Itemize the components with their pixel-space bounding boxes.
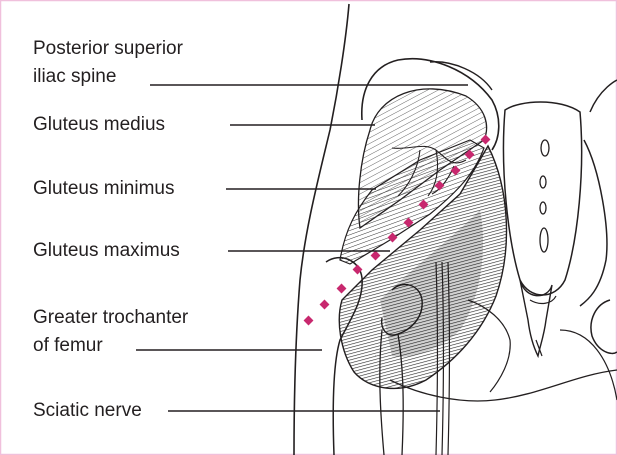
sacrum-outline — [503, 102, 581, 295]
label-greater-trochanter-line1: Greater trochanter — [33, 304, 188, 332]
label-gluteus-minimus: Gluteus minimus — [33, 175, 175, 203]
marker-12 — [304, 316, 314, 326]
right-pubis — [560, 330, 617, 400]
iliac-crest — [430, 62, 492, 90]
label-sciatic-nerve: Sciatic nerve — [33, 397, 142, 425]
sacral-foramen-4 — [540, 228, 548, 252]
right-ilium — [580, 80, 617, 306]
label-psis-line2: iliac spine — [33, 63, 183, 91]
label-greater-trochanter-line2: of femur — [33, 332, 188, 360]
marker-11 — [320, 300, 330, 310]
marker-8 — [371, 251, 381, 261]
right-hip-socket — [591, 300, 617, 353]
sacral-foramen-3 — [540, 202, 546, 214]
label-posterior-superior-iliac-spine: Posterior superior iliac spine — [33, 35, 183, 91]
label-gluteus-medius: Gluteus medius — [33, 111, 165, 139]
spine-process — [520, 280, 552, 356]
marker-10 — [337, 284, 347, 294]
body-outline — [294, 4, 349, 455]
label-gluteus-maximus: Gluteus maximus — [33, 237, 180, 265]
sacral-foramen-1 — [541, 140, 549, 156]
label-greater-trochanter-of-femur: Greater trochanter of femur — [33, 304, 188, 360]
label-psis-line1: Posterior superior — [33, 35, 183, 63]
sacral-foramen-2 — [540, 176, 546, 188]
